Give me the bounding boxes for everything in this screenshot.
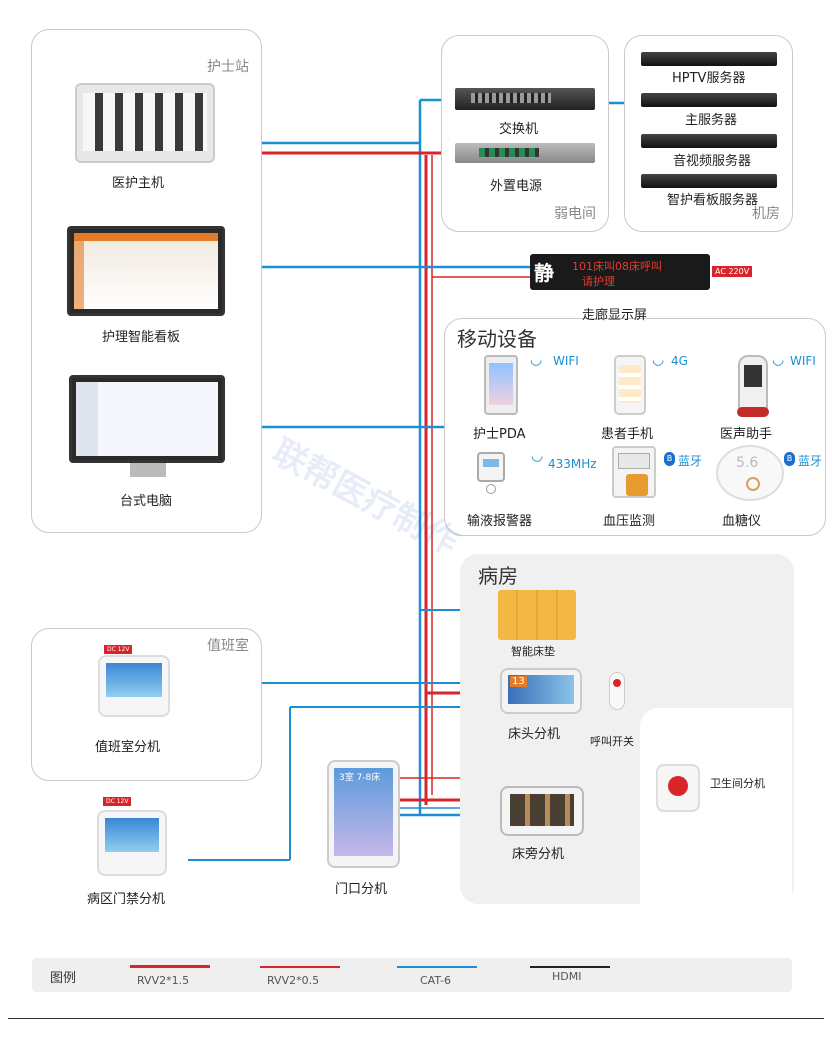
glucose-bluetooth-label: 蓝牙: [798, 454, 823, 468]
call-switch-device: [609, 672, 625, 710]
weak-room-title: 弱电间: [554, 206, 596, 222]
access-unit-device: [97, 810, 167, 876]
glucose-meter-label: 血糖仪: [722, 514, 762, 529]
glucose-value: 5.6: [736, 455, 759, 471]
glucose-meter-device: 5.6: [716, 445, 784, 501]
hptv-server-label: HPTV服务器: [672, 71, 746, 86]
mobile-panel: 移动设备: [444, 318, 826, 536]
power-label: 外置电源: [490, 179, 543, 194]
door-unit-label: 门口分机: [335, 882, 388, 897]
smart-board-screen: [74, 233, 218, 309]
ac-tag: AC 220V: [712, 266, 753, 277]
smart-board-device: [67, 226, 225, 316]
bedhead-unit-device: 13: [500, 668, 582, 714]
door-screen-text: 3室 7-8床: [339, 773, 381, 783]
mobile-title: 移动设备: [457, 327, 537, 351]
duty-unit-label: 值班室分机: [95, 740, 161, 755]
corridor-display-char: 静: [534, 261, 554, 285]
desktop-screen: [76, 382, 218, 456]
bedhead-number: 13: [510, 676, 527, 687]
corridor-display-text2: 请护理: [582, 275, 615, 288]
bedhead-unit-label: 床头分机: [508, 727, 561, 742]
av-server-label: 音视频服务器: [673, 154, 752, 169]
smart-mattress-device: [498, 590, 576, 640]
desktop-stand: [130, 463, 166, 477]
infusion-wifi-icon: ◡: [531, 448, 544, 464]
voice-wifi-icon: ◡: [772, 352, 785, 368]
legend-label-hdmi: HDMI: [552, 970, 582, 983]
access-unit-label: 病区门禁分机: [87, 892, 166, 907]
legend-label-cat6: CAT-6: [420, 974, 452, 987]
bp-monitor-label: 血压监测: [603, 514, 656, 529]
legend-title: 图例: [50, 971, 77, 986]
bp-bluetooth-icon: B: [664, 452, 675, 466]
phone-4g-label: 4G: [671, 354, 688, 368]
desktop-label: 台式电脑: [120, 494, 173, 509]
bedside-unit-label: 床旁分机: [512, 847, 565, 862]
phone-wifi-icon: ◡: [652, 352, 665, 368]
access-dc-tag: DC 12V: [103, 797, 132, 806]
desktop-monitor: [69, 375, 225, 463]
patient-phone-label: 患者手机: [601, 427, 654, 442]
duty-room-title: 值班室: [207, 638, 249, 654]
bathroom-unit-label: 卫生间分机: [710, 777, 765, 790]
corridor-display-device: 静 101床叫08床呼叫 请护理: [530, 254, 710, 290]
infusion-alarm-device: [477, 452, 505, 482]
board-server-label: 智护看板服务器: [667, 193, 759, 208]
legend-label-rvv15: RVV2*1.5: [137, 974, 190, 987]
hptv-server-device: [641, 52, 777, 66]
voice-assistant-device: [737, 355, 769, 417]
server-room-title: 机房: [752, 206, 780, 222]
legend-line-rvv05: [260, 966, 340, 968]
voice-wifi-label: WIFI: [790, 354, 816, 368]
legend-line-rvv15: [130, 965, 210, 968]
switch-device: [455, 88, 595, 110]
smart-mattress-label: 智能床垫: [511, 645, 555, 658]
board-server-device: [641, 174, 777, 188]
infusion-alarm-clip: [486, 484, 496, 494]
ward-title: 病房: [478, 564, 518, 588]
call-switch-label: 呼叫开关: [590, 735, 634, 748]
duty-unit-device: [98, 655, 170, 717]
smart-board-label: 护理智能看板: [102, 330, 181, 345]
bathroom-unit-device: [656, 764, 700, 812]
glucose-bluetooth-icon: B: [784, 452, 795, 466]
legend-line-hdmi: [530, 966, 610, 968]
switch-label: 交换机: [499, 122, 539, 137]
main-server-label: 主服务器: [685, 113, 738, 128]
nurse-host-label: 医护主机: [112, 176, 165, 191]
pda-wifi-icon: ◡: [530, 352, 543, 368]
duty-dc-tag: DC 12V: [104, 645, 133, 654]
bedside-unit-device: [500, 786, 584, 836]
pda-label: 护士PDA: [473, 427, 526, 442]
server-room-panel: 机房: [624, 35, 793, 232]
pda-wifi-label: WIFI: [553, 354, 579, 368]
legend-label-rvv05: RVV2*0.5: [267, 974, 320, 987]
corridor-display-label: 走廊显示屏: [582, 308, 648, 323]
door-unit-device: 3室 7-8床: [327, 760, 400, 868]
legend: 图例 RVV2*1.5 RVV2*0.5 CAT-6 HDMI: [32, 958, 792, 992]
bp-monitor-device: [612, 446, 656, 498]
weak-room-panel: 弱电间: [441, 35, 609, 232]
nurse-station-title: 护士站: [207, 59, 249, 75]
infusion-alarm-label: 输液报警器: [467, 514, 533, 529]
voice-assistant-label: 医声助手: [720, 427, 773, 442]
main-server-device: [641, 93, 777, 107]
pda-device: [484, 355, 518, 415]
av-server-device: [641, 134, 777, 148]
bp-bluetooth-label: 蓝牙: [678, 454, 703, 468]
legend-line-cat6: [397, 966, 477, 968]
footer-divider: [8, 1018, 824, 1019]
corridor-display-text: 101床叫08床呼叫: [572, 260, 662, 273]
power-device: [455, 143, 595, 163]
infusion-433-label: 433MHz: [548, 457, 597, 471]
patient-phone-device: [614, 355, 646, 415]
nurse-host-screen: [83, 93, 207, 151]
nurse-host-device: [75, 83, 215, 163]
